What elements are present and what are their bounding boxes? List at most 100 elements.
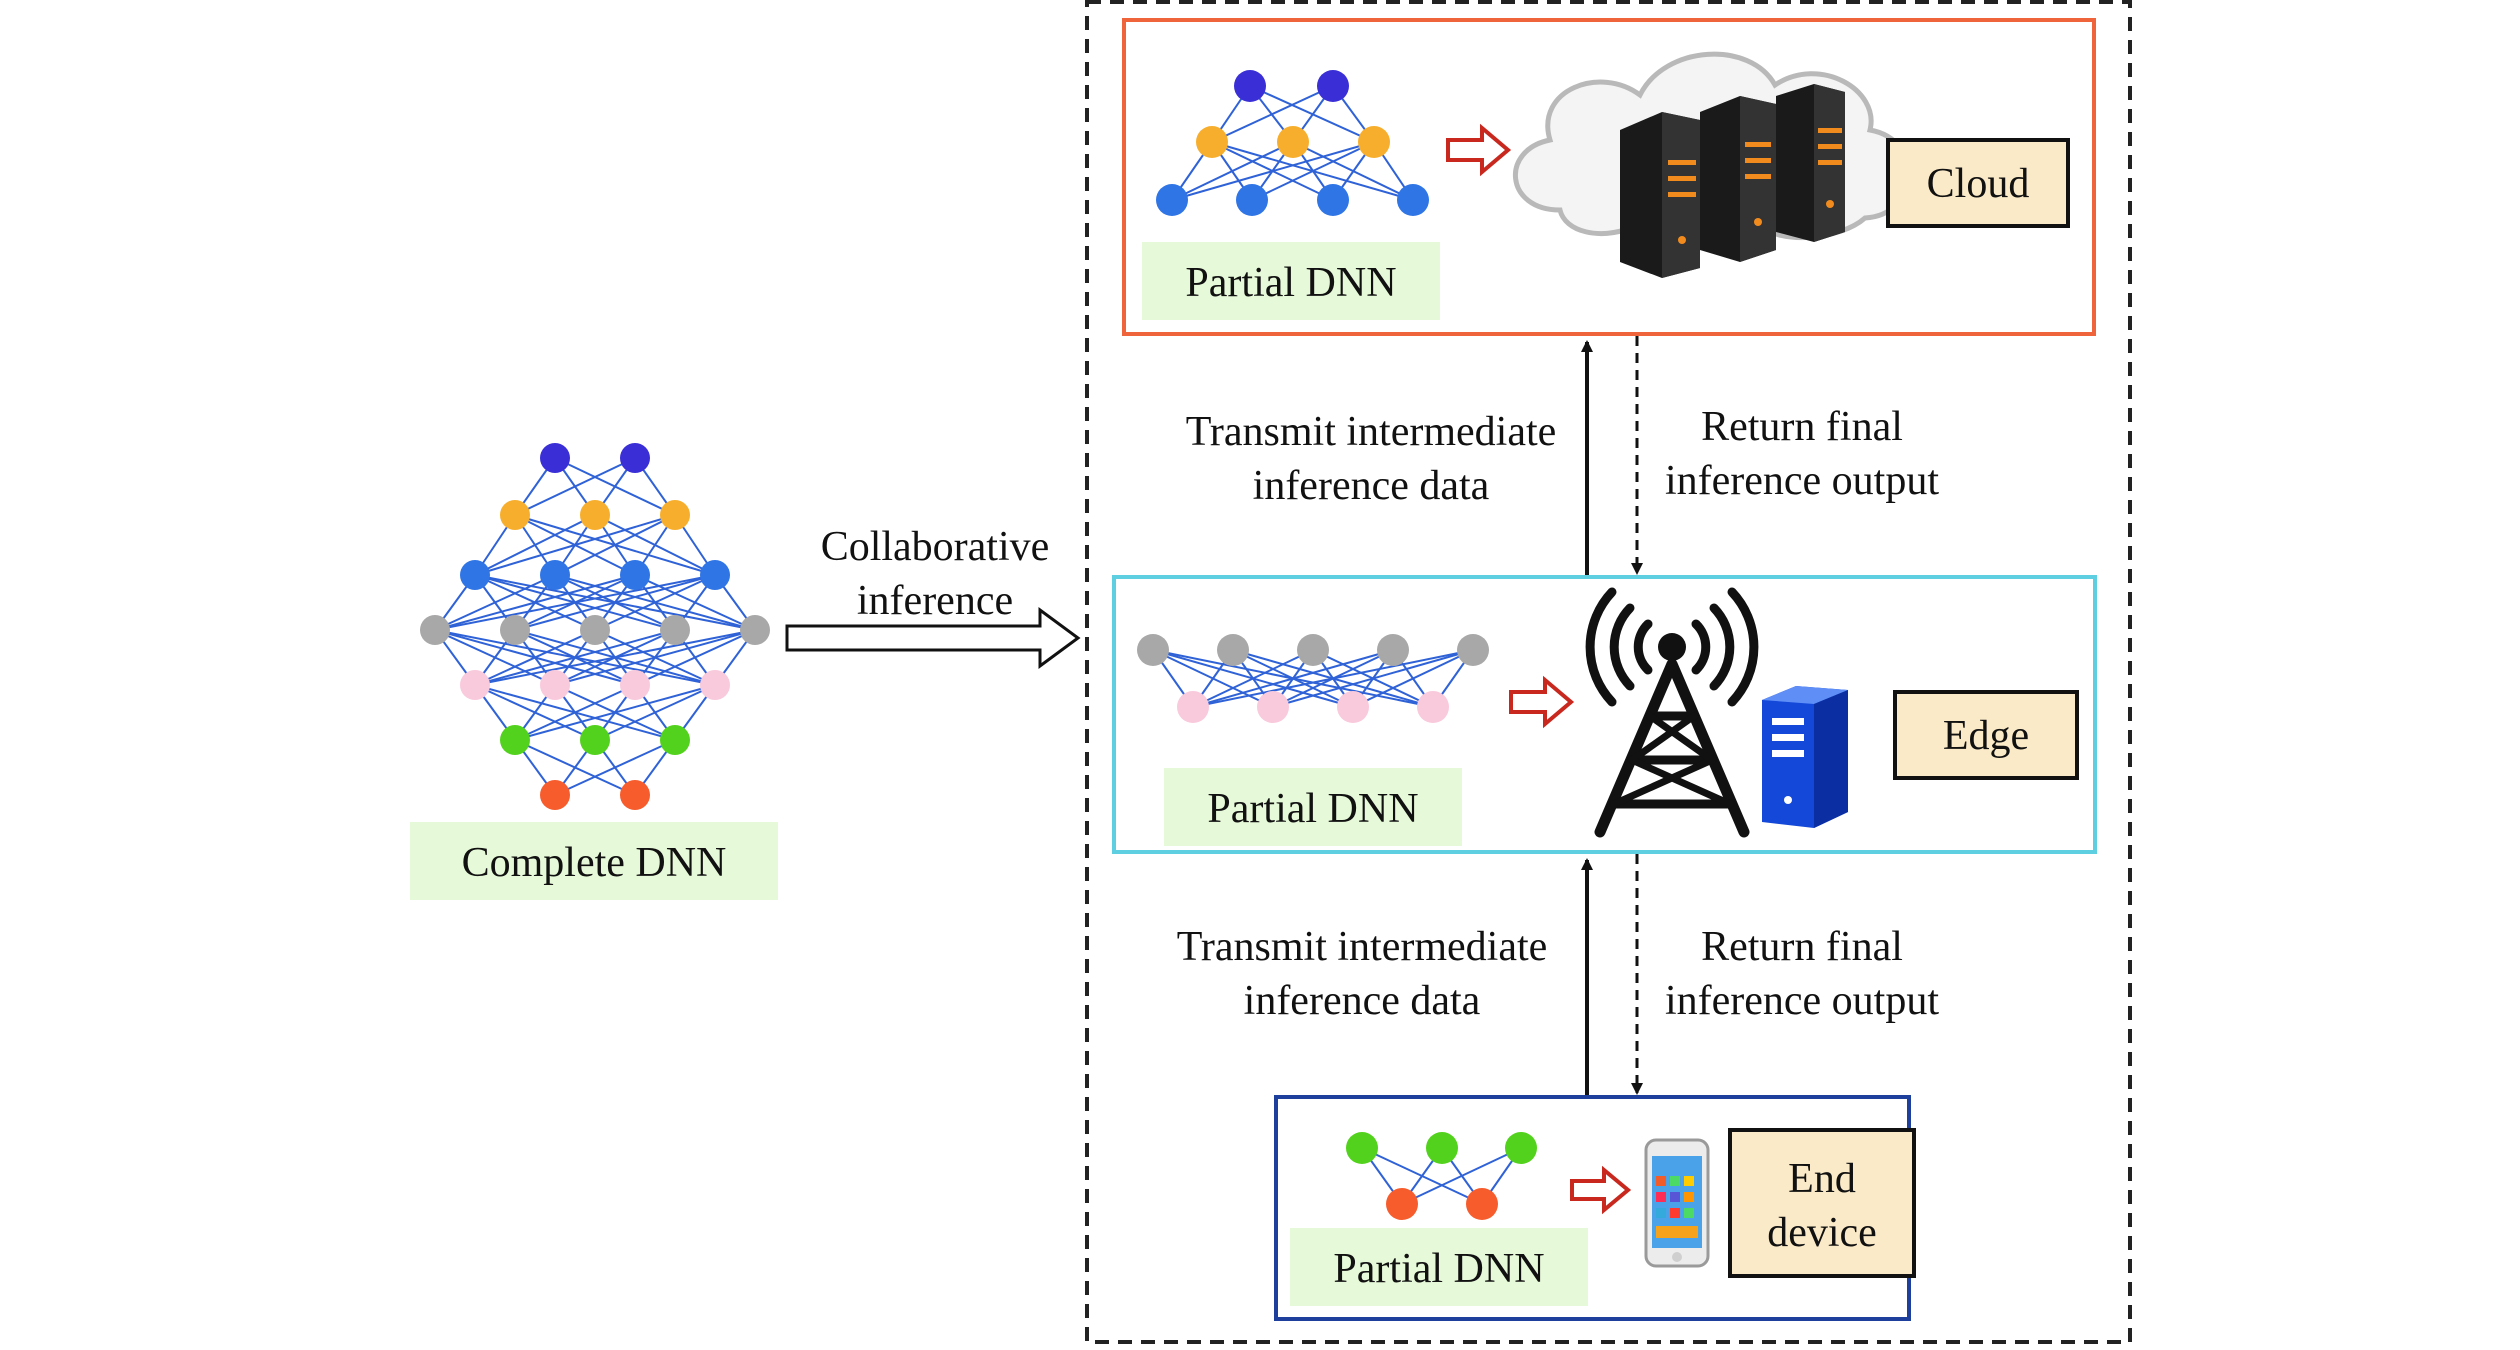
neuron-node [1466, 1188, 1498, 1220]
cloud-caption: Partial DNN [1185, 260, 1396, 306]
neuron-node [1177, 691, 1209, 723]
neuron-node [1217, 634, 1249, 666]
edge-tier-frame [1112, 575, 2097, 854]
neuron-node [540, 780, 570, 810]
neuron-node [1397, 184, 1429, 216]
network-connection [1171, 141, 1294, 201]
collaborative-label-line1: Collaborative [821, 524, 1050, 570]
network-connection [1171, 141, 1375, 201]
neuron-node [1156, 184, 1188, 216]
network-connection [554, 514, 676, 576]
complete-dnn-caption-bg [410, 822, 778, 900]
neuron-node [1236, 184, 1268, 216]
network-connection [1401, 1147, 1522, 1205]
neuron-node [1505, 1132, 1537, 1164]
network-connection [474, 629, 676, 686]
neuron-node [580, 725, 610, 755]
lower-return-label-line1: Return final [1701, 924, 1903, 970]
neuron-node [460, 670, 490, 700]
complete-dnn-caption: Complete DNN [462, 840, 727, 886]
device-tag-box [1728, 1128, 1916, 1278]
neuron-node [500, 725, 530, 755]
device-tag-line2: device [1767, 1210, 1877, 1256]
neuron-node [700, 670, 730, 700]
network-connection [1272, 649, 1474, 708]
neuron-node [1317, 70, 1349, 102]
network-connection [1192, 649, 1394, 708]
network-connection [594, 684, 716, 741]
neuron-node [1297, 634, 1329, 666]
network-connection [554, 739, 676, 796]
neuron-node [1257, 691, 1289, 723]
edge-partial-dnn-network [1137, 634, 1489, 723]
neuron-node [460, 560, 490, 590]
cloud-partial-dnn-network [1156, 70, 1429, 216]
network-connection [1251, 141, 1375, 201]
collaborative-label-line2: inference [857, 578, 1013, 624]
system-container [1085, 0, 2132, 1344]
network-connection [514, 574, 716, 631]
neuron-node [1358, 126, 1390, 158]
network-connection [1211, 85, 1334, 143]
network-connection [594, 574, 716, 631]
network-connection [554, 629, 756, 686]
neuron-node [1277, 126, 1309, 158]
neuron-node [540, 443, 570, 473]
neuron-node [1377, 634, 1409, 666]
neuron-node [620, 780, 650, 810]
neuron-node [660, 500, 690, 530]
cloud-tag: Cloud [1927, 161, 2030, 207]
neuron-node [500, 500, 530, 530]
smartphone-icon [1644, 1138, 1710, 1268]
lower-transmit-label-line1: Transmit intermediate [1177, 924, 1548, 970]
network-connection [634, 629, 756, 686]
edge-caption-bg [1164, 768, 1462, 846]
network-connection [1192, 649, 1314, 708]
network-connection [434, 574, 636, 631]
upper-transmit-label-line2: inference data [1253, 463, 1490, 509]
network-connection [474, 514, 596, 576]
network-connection [434, 574, 716, 631]
neuron-node [1417, 691, 1449, 723]
edge-tag-box [1893, 690, 2079, 780]
network-connection [474, 514, 676, 576]
complete-dnn-network [420, 443, 770, 810]
neuron-node [660, 615, 690, 645]
neuron-node [580, 500, 610, 530]
neuron-node [740, 615, 770, 645]
neuron-node [1457, 634, 1489, 666]
network-connection [514, 457, 636, 516]
neuron-node [620, 670, 650, 700]
collaborative-inference-arrow [785, 607, 1081, 669]
cloud-pointer-arrow [1446, 123, 1512, 177]
neuron-node [1137, 634, 1169, 666]
neuron-node [540, 560, 570, 590]
network-connection [1192, 649, 1474, 708]
neuron-node [700, 560, 730, 590]
cloud-tag-box [1886, 138, 2070, 228]
neuron-node [1386, 1188, 1418, 1220]
network-connection [474, 629, 756, 686]
neuron-node [660, 725, 690, 755]
edge-server-icon [1762, 686, 1848, 828]
network-connection [514, 684, 716, 741]
network-connection [434, 574, 556, 631]
device-pointer-arrow [1570, 1165, 1632, 1215]
network-connection [1352, 649, 1474, 708]
neuron-node [620, 443, 650, 473]
cloud-server-icon [1512, 51, 1912, 278]
edge-caption: Partial DNN [1207, 786, 1418, 832]
cell-tower-icon [1585, 587, 1759, 838]
neuron-node [420, 615, 450, 645]
neuron-node [1196, 126, 1228, 158]
device-caption-bg [1290, 1228, 1588, 1306]
neuron-node [500, 615, 530, 645]
cloud-tier-frame [1122, 18, 2096, 336]
lower-transmit-label-line2: inference data [1244, 978, 1481, 1024]
device-partial-dnn-network [1346, 1132, 1537, 1220]
edge-pointer-arrow [1509, 675, 1575, 729]
neuron-node [540, 670, 570, 700]
edge-tag: Edge [1943, 713, 2029, 759]
neuron-node [1346, 1132, 1378, 1164]
